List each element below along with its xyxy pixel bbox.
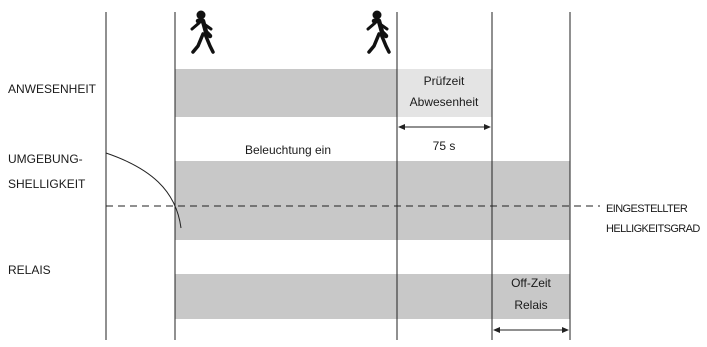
off-time-label-1: Off-Zeit — [511, 276, 551, 290]
off-time-label-2: Relais — [514, 298, 547, 312]
ambient-brightness-curve — [105, 152, 182, 229]
delay-label: 75 s — [433, 139, 456, 153]
row-label-relay: RELAIS — [8, 263, 51, 277]
check-time-label-2: Abwesenheit — [410, 95, 479, 109]
check-time-bar — [397, 69, 492, 117]
off-time-arrow — [493, 327, 569, 333]
threshold-label-2: HELLIGKEITSGRAD — [606, 223, 700, 235]
relay-bar — [175, 274, 570, 319]
walking-person-icon — [190, 10, 215, 54]
lighting-bar — [175, 161, 570, 240]
presence-bar — [175, 69, 397, 117]
walking-person-icon — [366, 10, 391, 54]
row-label-ambient-1: UMGEBUNG- — [8, 152, 83, 166]
check-time-label-1: Prüfzeit — [424, 74, 465, 88]
delay-arrow — [398, 124, 491, 130]
row-label-ambient-2: SHELLIGKEIT — [8, 177, 86, 191]
threshold-label-1: EINGESTELLTER — [606, 203, 688, 215]
lighting-on-label: Beleuchtung ein — [245, 143, 331, 157]
row-label-presence: ANWESENHEIT — [8, 82, 97, 96]
